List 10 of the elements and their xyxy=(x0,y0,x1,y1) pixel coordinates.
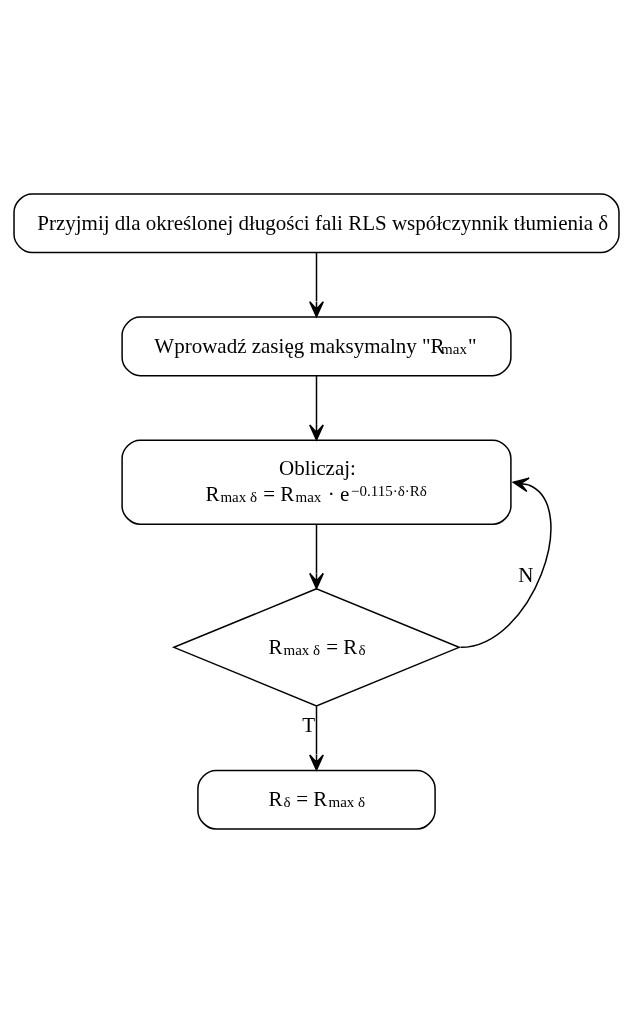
edge-label: N xyxy=(518,563,534,588)
arrow xyxy=(309,705,324,771)
node-box: Rδ = Rmax δ xyxy=(197,769,436,830)
node-diamond: Rmax δ = Rδ xyxy=(171,588,462,707)
arrow xyxy=(309,251,324,318)
arrow xyxy=(309,523,324,590)
node-box: Przyjmij dla określonej długości fali RLS współczynnik tłumienia δ xyxy=(13,193,620,254)
arrow xyxy=(309,375,324,441)
edge-label: T xyxy=(302,712,316,737)
arrow xyxy=(459,477,552,649)
